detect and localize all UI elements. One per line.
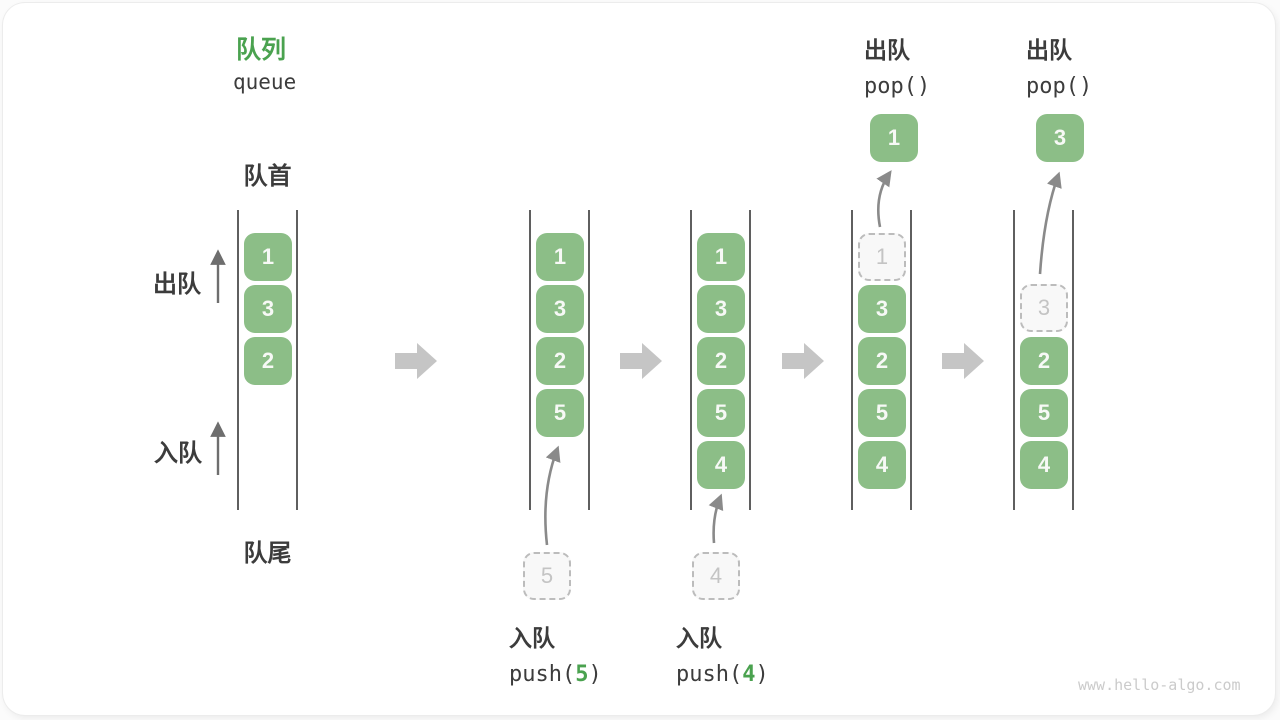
queue-channel-2: [529, 210, 590, 510]
removed-item-ghost: 1: [858, 233, 906, 281]
queue-front-label: 队首: [243, 163, 292, 190]
queue-item: 4: [858, 441, 906, 489]
op-enqueue-5-code: push(5): [509, 662, 602, 687]
enqueue-side-label: 入队: [154, 440, 202, 467]
queue-item: 5: [858, 389, 906, 437]
popped-item: 1: [870, 114, 918, 162]
pending-item-ghost: 5: [523, 552, 571, 600]
op-pop-a-code: pop(): [864, 74, 931, 99]
op-enqueue-4-code: push(4): [676, 662, 769, 687]
op-pop-b-code: pop(): [1026, 74, 1093, 99]
queue-item: 4: [1020, 441, 1068, 489]
pending-item-ghost: 4: [692, 552, 740, 600]
op-enqueue-5-arg: 5: [575, 662, 589, 687]
queue-item: 4: [697, 441, 745, 489]
queue-item: 1: [697, 233, 745, 281]
queue-channel-3: [690, 210, 751, 510]
op-enqueue-4-arg: 4: [742, 662, 756, 687]
queue-item: 3: [858, 285, 906, 333]
op-enqueue-5-label: 入队: [509, 625, 555, 651]
diagram-title-zh: 队列: [236, 36, 287, 64]
popped-item: 3: [1036, 114, 1084, 162]
queue-channel-1: [237, 210, 298, 510]
queue-item: 2: [858, 337, 906, 385]
queue-item: 1: [536, 233, 584, 281]
op-pop-b-label: 出队: [1026, 37, 1072, 63]
op-enqueue-5: 入队 push(5): [509, 619, 602, 687]
queue-channel-5: [1013, 210, 1074, 510]
dequeue-side-label: 出队: [153, 271, 201, 298]
queue-item: 2: [536, 337, 584, 385]
queue-item: 5: [697, 389, 745, 437]
queue-item: 1: [244, 233, 292, 281]
queue-rear-label: 队尾: [243, 540, 292, 567]
queue-item: 3: [536, 285, 584, 333]
queue-channel-4: [851, 210, 912, 510]
queue-item: 2: [697, 337, 745, 385]
op-pop-b: 出队 pop(): [1026, 31, 1092, 99]
queue-item: 5: [1020, 389, 1068, 437]
queue-item: 2: [244, 337, 292, 385]
queue-item: 3: [244, 285, 292, 333]
removed-item-ghost: 3: [1020, 284, 1068, 332]
diagram-title-en: queue: [233, 70, 297, 94]
op-enqueue-4: 入队 push(4): [676, 619, 769, 687]
queue-item: 5: [536, 389, 584, 437]
op-pop-a: 出队 pop(): [864, 31, 930, 99]
op-enqueue-4-label: 入队: [676, 625, 722, 651]
watermark: www.hello-algo.com: [1078, 676, 1241, 694]
queue-item: 3: [697, 285, 745, 333]
figure-card: [3, 3, 1275, 715]
op-pop-a-label: 出队: [864, 37, 910, 63]
queue-item: 2: [1020, 337, 1068, 385]
